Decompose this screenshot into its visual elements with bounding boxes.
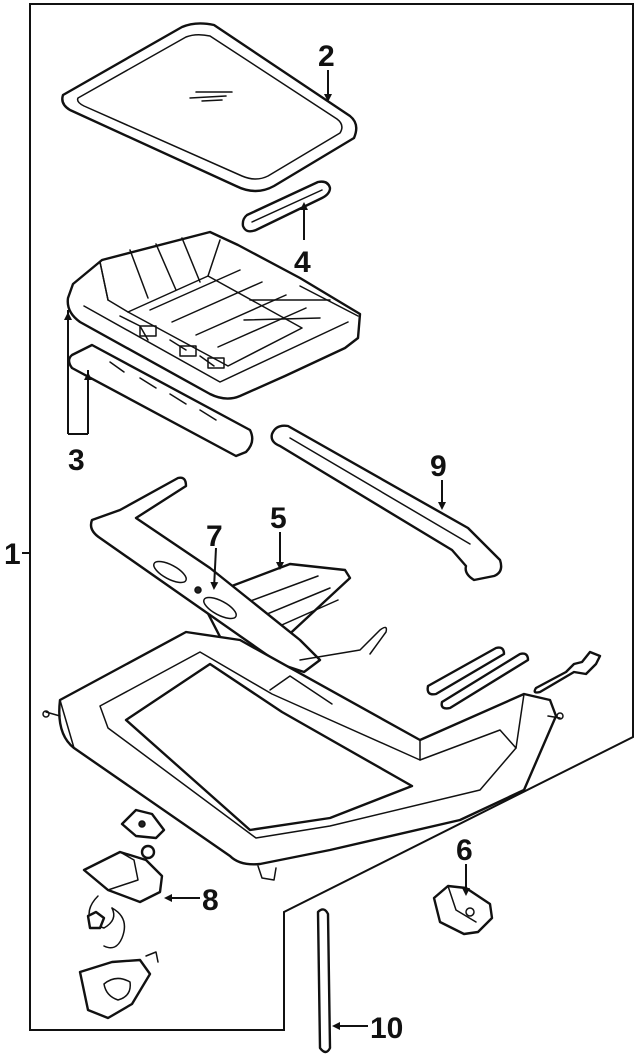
callout-3: 3 xyxy=(68,444,85,477)
wind-deflector xyxy=(241,180,332,233)
callout-4: 4 xyxy=(294,246,311,279)
callout-5: 5 xyxy=(270,502,287,535)
callout-6: 6 xyxy=(456,834,473,867)
callout-7-leader xyxy=(210,547,219,590)
latch-bracket xyxy=(432,884,494,936)
front-frame xyxy=(89,476,322,674)
assembly-boundary xyxy=(29,3,634,1031)
drive-cable xyxy=(299,626,388,661)
callout-1: 1 xyxy=(4,538,21,571)
sunroof-motor xyxy=(82,844,164,949)
drain-hose xyxy=(316,908,332,1054)
side-rail xyxy=(270,424,503,582)
callout-9: 9 xyxy=(430,450,447,483)
callout-8: 8 xyxy=(202,884,219,917)
sunroof-frame-housing xyxy=(66,230,362,400)
main-frame-tray xyxy=(42,630,564,881)
callout-2: 2 xyxy=(318,40,335,73)
motor-mount-bracket xyxy=(78,958,152,1020)
callout-10: 10 xyxy=(370,1012,403,1045)
drain-guide-strip xyxy=(67,343,254,458)
guide-rails-small xyxy=(426,646,602,710)
glass-panel xyxy=(61,22,358,193)
callout-7: 7 xyxy=(206,520,223,553)
